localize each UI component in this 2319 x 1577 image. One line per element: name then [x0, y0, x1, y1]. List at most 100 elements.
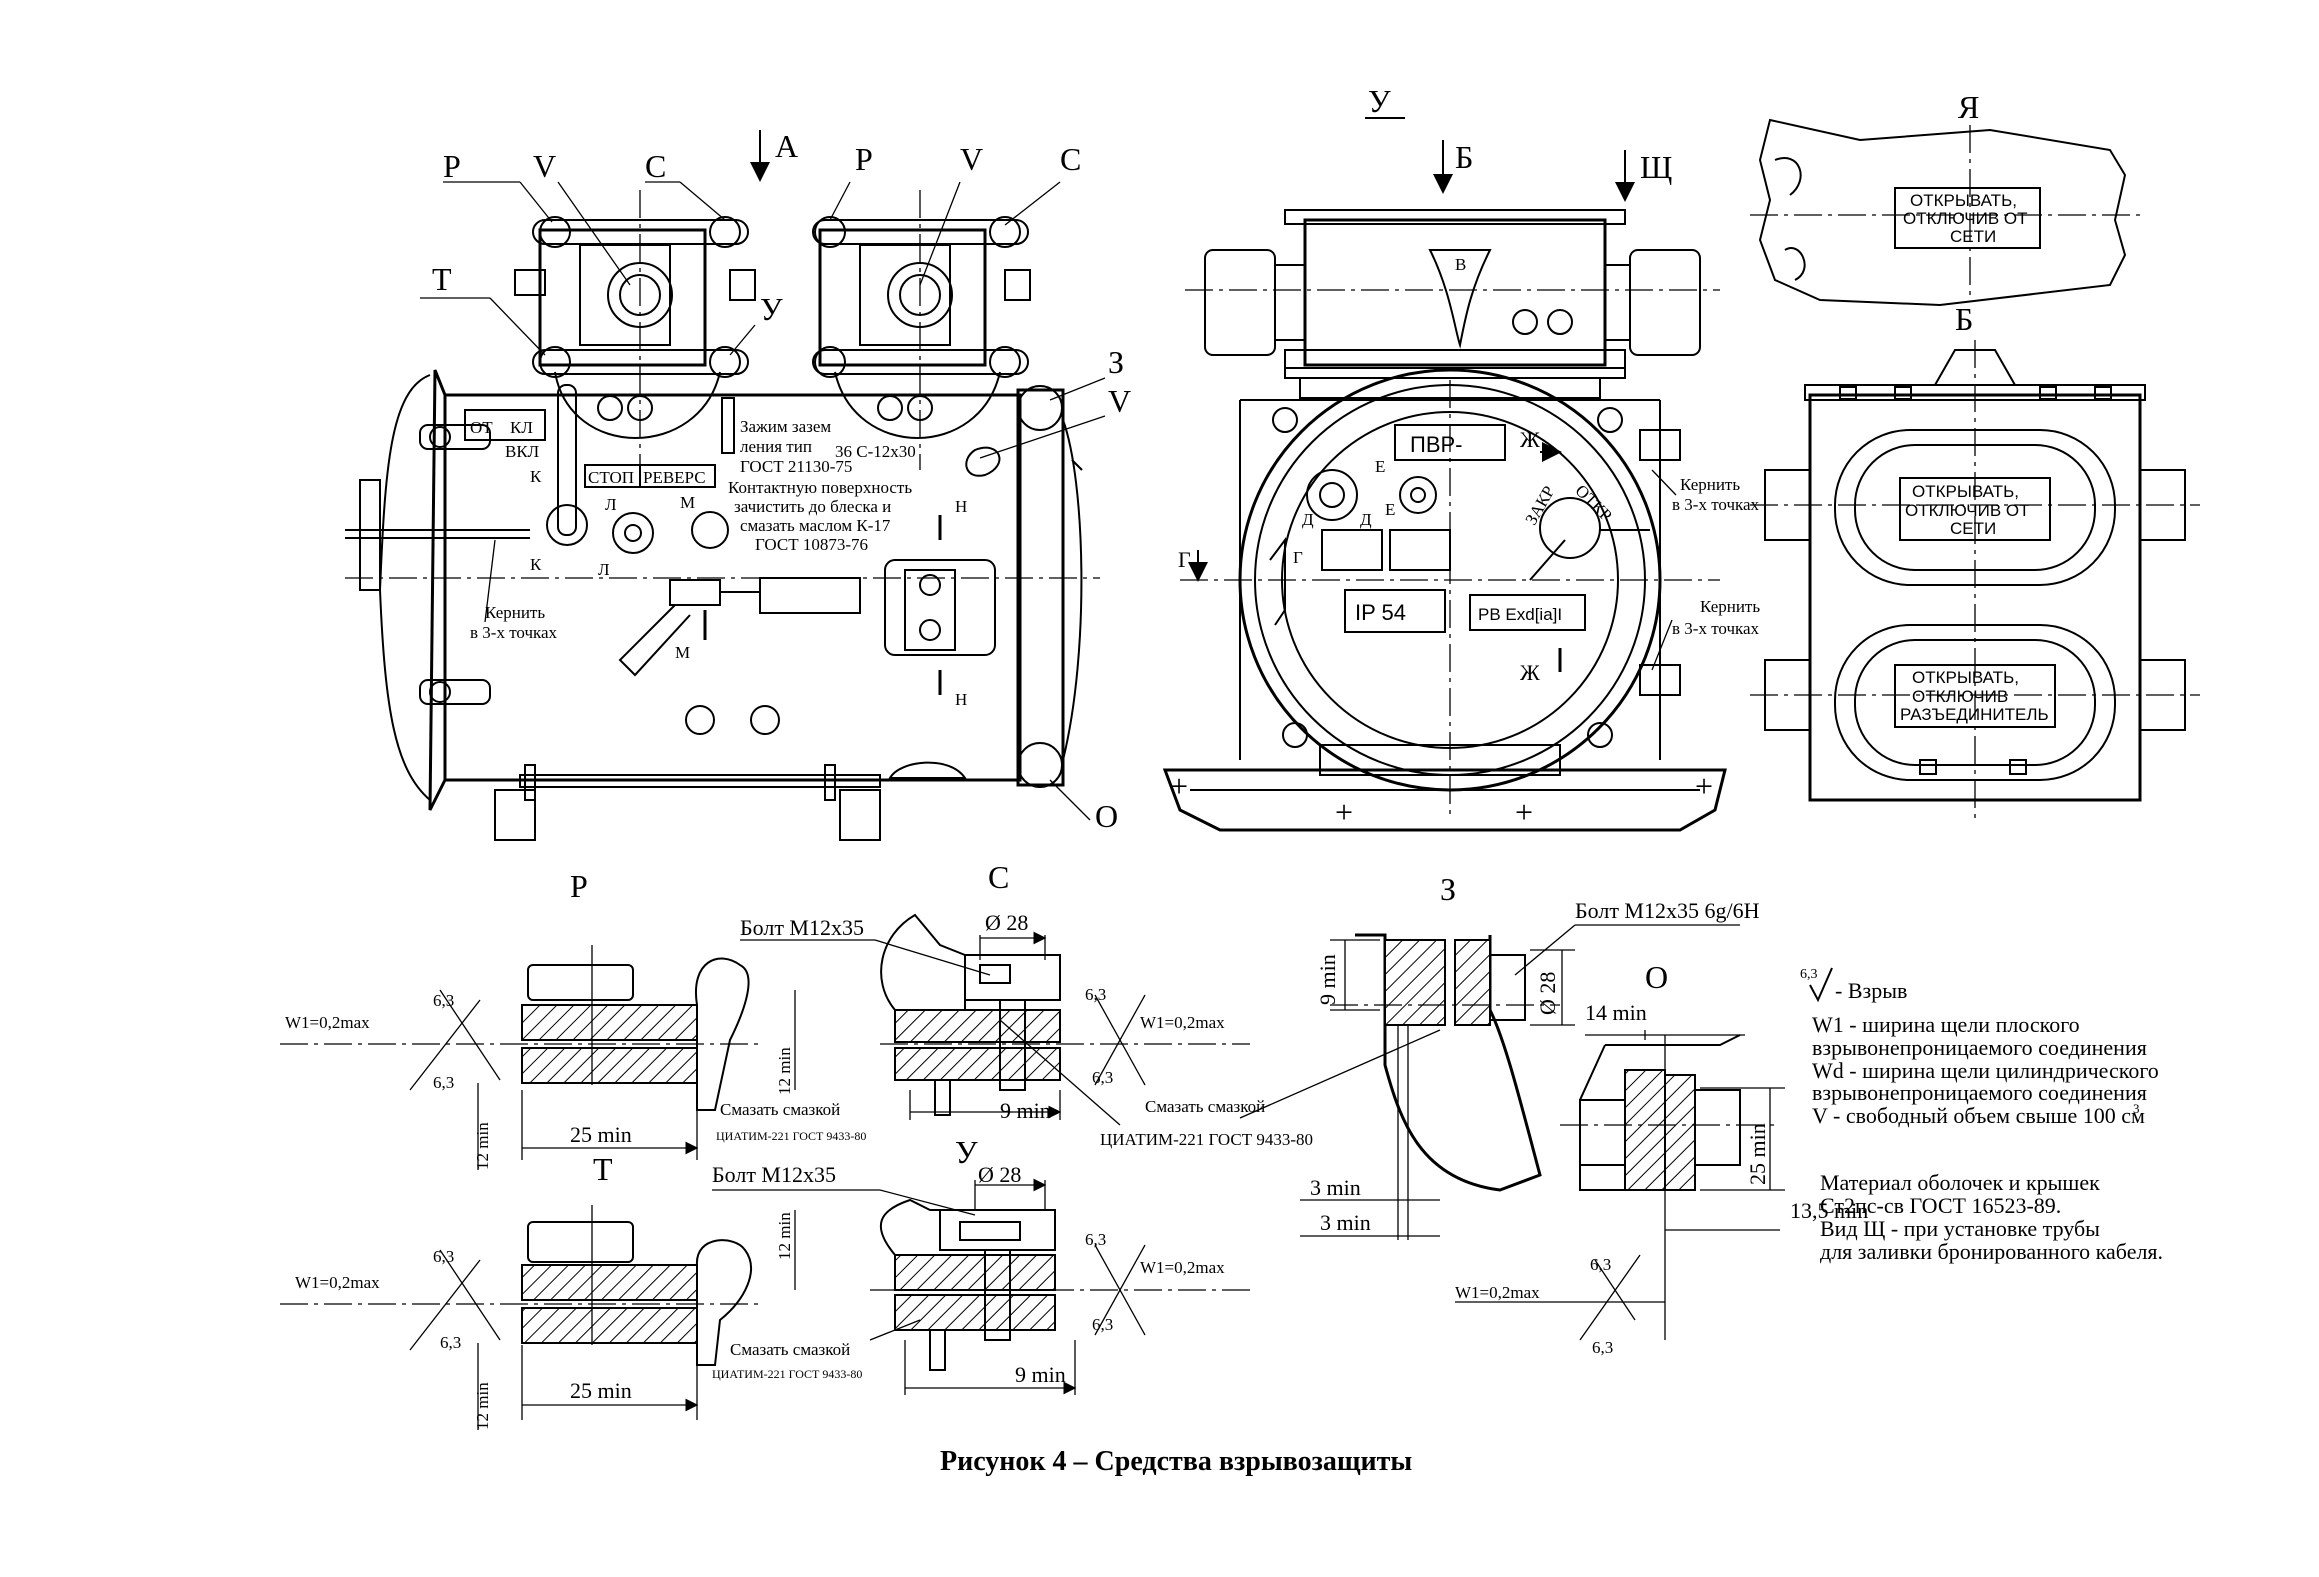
- view-letter-t: Т: [432, 261, 452, 297]
- section-letter-c: С: [988, 859, 1009, 895]
- p-grease: Смазать смазкой: [720, 1100, 840, 1119]
- section-n-bottom: Н: [955, 690, 967, 709]
- plate-b-top-line3: СЕТИ: [1950, 519, 1996, 538]
- plate-ya-line1: ОТКРЫВАТЬ,: [1910, 191, 2017, 210]
- section-m-top: М: [680, 493, 695, 512]
- z-dim-3-a: 3 min: [1310, 1175, 1361, 1200]
- notes-rough-label: - Взрыв: [1835, 978, 1907, 1003]
- section-e-2: Е: [1385, 500, 1395, 519]
- side-core-note1-line1: Кернить: [1680, 475, 1740, 494]
- core-note-line2: в 3-х точках: [470, 623, 558, 642]
- figure-caption: Рисунок 4 – Средства взрывозащиты: [940, 1446, 1412, 1477]
- clamp-type: 36 С-12х30: [835, 442, 916, 461]
- view-letter-v3: V: [1108, 383, 1131, 419]
- front-lid-edge: [428, 369, 447, 811]
- section-g-outer: Г: [1178, 547, 1191, 572]
- view-letter-o: О: [1095, 798, 1118, 834]
- section-p: Р W1=0,2max 6,3 6,3 25 min 12 min 12 min…: [280, 868, 866, 1170]
- notes-line1: W1 - ширина щели плоского: [1812, 1012, 2080, 1037]
- plate-b-bottom-line1: ОТКРЫВАТЬ,: [1912, 668, 2019, 687]
- u-dia-28: Ø 28: [978, 1162, 1021, 1187]
- z-dim-9: 9 min: [1315, 954, 1340, 1005]
- u-dim-9: 9 min: [1015, 1362, 1066, 1387]
- label-ot: ОТ: [470, 418, 493, 437]
- view-letter-ya: Я: [1958, 89, 1979, 125]
- section-u: У Ø 28 Болт М12х35 6,3 W1=0,2max 6,3 9 m…: [712, 1134, 1250, 1395]
- section-t: Т W1=0,2max 6,3 6,3 25 min 12 min 12 min…: [280, 1151, 862, 1430]
- plate-b-bottom-line3: РАЗЪЕДИНИТЕЛЬ: [1900, 705, 2049, 724]
- notes-rough-sym: 6,3: [1800, 967, 1818, 982]
- section-l-bottom: Л: [598, 560, 610, 579]
- u-w1: W1=0,2max: [1140, 1258, 1225, 1277]
- u-rough-2: 6,3: [1092, 1315, 1113, 1334]
- o-dim-13-5: 13,5 min: [1790, 1198, 1868, 1223]
- material-line2: Ст2пс-св ГОСТ 16523-89.: [1820, 1193, 2061, 1218]
- core-note-line1: Кернить: [485, 603, 545, 622]
- p-dim-12-vertical: 12 min: [473, 1122, 492, 1170]
- section-g-inner: Г: [1293, 548, 1303, 567]
- section-letter-z: З: [1440, 871, 1456, 907]
- terminal-box-right: [812, 216, 1031, 439]
- section-v: В: [1455, 255, 1466, 274]
- label-zakr: ЗАКР: [1521, 483, 1558, 529]
- side-core-note2-line2: в 3-х точках: [1672, 619, 1760, 638]
- contact-note-line3: смазать маслом К-17: [740, 516, 891, 535]
- notes-block: 6,3 - Взрыв W1 - ширина щели плоского вз…: [1800, 967, 2163, 1264]
- front-right-door: [1016, 388, 1065, 787]
- plate-b-top-line1: ОТКРЫВАТЬ,: [1912, 482, 2019, 501]
- p-rough-2: 6,3: [433, 1073, 454, 1092]
- clamp-note-line3: ГОСТ 21130-75: [740, 457, 852, 476]
- notes-line4: взрывонепроницаемого соединения: [1812, 1080, 2147, 1105]
- view-letter-u1: У: [760, 291, 783, 327]
- view-letter-sch: Щ: [1640, 149, 1672, 185]
- section-d-2: Д: [1360, 510, 1372, 529]
- section-d-1: Д: [1302, 510, 1314, 529]
- c-grease: Смазать смазкой: [1145, 1097, 1265, 1116]
- side-view: У Б Щ В ПВР- IP 54: [1162, 83, 1760, 832]
- section-l-top: Л: [605, 495, 617, 514]
- view-letter-v1: V: [533, 148, 556, 184]
- c-dim-9: 9 min: [1000, 1098, 1051, 1123]
- view-letter-b1: Б: [1455, 139, 1473, 175]
- view-ya: Я ОТКРЫВАТЬ, ОТКЛЮЧИВ ОТ СЕТИ: [1750, 89, 2140, 307]
- c-rough-2: 6,3: [1092, 1068, 1113, 1087]
- section-o: О 14 min 25 min 13,5 min 6,3 W1=0,2max 6…: [1455, 959, 1868, 1357]
- front-view: ОТ КЛ ВКЛ СТОП РЕВЕРС Зажим зазем ления …: [345, 128, 1131, 841]
- plate-b-bottom-line2: ОТКЛЮЧИВ: [1912, 687, 2008, 706]
- plate-ya-line3: СЕТИ: [1950, 227, 1996, 246]
- notes-line5: V - свободный объем свыше 100 см: [1812, 1103, 2145, 1128]
- section-z: З Болт М12х35 6g/6H Ø 28 9 min 3 min 3 m…: [1239, 871, 1760, 1240]
- svg-text:+: +: [1515, 794, 1533, 830]
- view-letter-u-top: У: [1368, 83, 1391, 119]
- svg-text:+: +: [1695, 768, 1713, 804]
- o-dim-25: 25 min: [1745, 1123, 1770, 1185]
- section-c: С Ø 28 Болт М12х35 6,3 W1=0,2max 6,3 9 m…: [740, 859, 1313, 1149]
- view-b: Б ОТКРЫВАТЬ, ОТКЛЮЧИВ ОТ СЕТИ ОТКРЫВАТЬ,…: [1750, 301, 2200, 820]
- t-dim-12-vertical: 12 min: [473, 1382, 492, 1430]
- contact-note-line4: ГОСТ 10873-76: [755, 535, 868, 554]
- label-revers: РЕВЕРС: [643, 468, 706, 487]
- plate-ya-line2: ОТКЛЮЧИВ ОТ: [1903, 209, 2028, 228]
- t-rough-1: 6,3: [433, 1247, 454, 1266]
- c-grease-spec: ЦИАТИМ-221 ГОСТ 9433-80: [1100, 1130, 1313, 1149]
- t-rough-2: 6,3: [440, 1333, 461, 1352]
- view-letter-c2: С: [1060, 141, 1081, 177]
- o-dim-14: 14 min: [1585, 1000, 1647, 1025]
- p-grease-spec: ЦИАТИМ-221 ГОСТ 9433-80: [716, 1129, 866, 1143]
- z-dia-28: Ø 28: [1535, 972, 1560, 1015]
- p-dim-12-right: 12 min: [775, 1047, 794, 1095]
- view-letter-c1: С: [645, 148, 666, 184]
- view-letter-v2: V: [960, 141, 983, 177]
- plate-exd: РВ Exd[ia]I: [1478, 605, 1562, 624]
- u-rough-1: 6,3: [1085, 1230, 1106, 1249]
- view-letter-z: З: [1108, 344, 1124, 380]
- c-rough-1: 6,3: [1085, 985, 1106, 1004]
- material-line1: Материал оболочек и крышек: [1820, 1170, 2100, 1195]
- z-dim-3-b: 3 min: [1320, 1210, 1371, 1235]
- contact-note-line1: Контактную поверхность: [728, 478, 912, 497]
- front-body-outline: [443, 393, 1022, 782]
- plate-ip54: IP 54: [1355, 600, 1406, 625]
- t-grease: Смазать смазкой: [730, 1340, 850, 1359]
- side-core-note2-line1: Кернить: [1700, 597, 1760, 616]
